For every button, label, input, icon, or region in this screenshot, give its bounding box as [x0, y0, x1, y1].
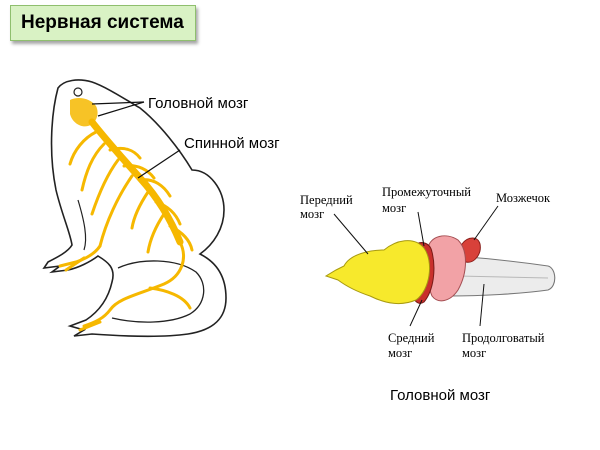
frog-eye: [73, 87, 83, 97]
frog-illustration: [42, 79, 227, 338]
brain-medulla-groove: [457, 275, 549, 279]
frog-outline: [42, 79, 227, 338]
frog-spinal-pointer: [137, 149, 181, 179]
medulla-label: Продолговатый мозг: [462, 331, 548, 360]
midbrain-label: Средний мозг: [388, 331, 438, 360]
frog-hindleg-contour: [111, 260, 205, 323]
forebrain-label: Передний мозг: [300, 193, 356, 221]
frog-brain-label: Головной мозг: [148, 95, 249, 112]
brain-forebrain: [324, 240, 431, 304]
diencephalon-label: Промежуточный мозг: [382, 185, 474, 215]
frog-nerves: [58, 130, 194, 332]
brain-medulla: [439, 255, 556, 297]
brain-caption: Головной мозг: [390, 387, 491, 404]
title-box: Нервная система: [10, 5, 196, 41]
frog-foreleg-contour: [77, 199, 87, 251]
frog-spinal-label: Спинной мозг: [184, 135, 280, 152]
frog-brain-pointer: [91, 101, 145, 117]
page-title: Нервная система: [21, 12, 184, 33]
frog-spinal-cord: [88, 118, 184, 246]
cerebellum-label: Мозжечок: [496, 191, 551, 205]
brain-pointers: [333, 205, 499, 327]
brain-illustration: [324, 235, 556, 304]
